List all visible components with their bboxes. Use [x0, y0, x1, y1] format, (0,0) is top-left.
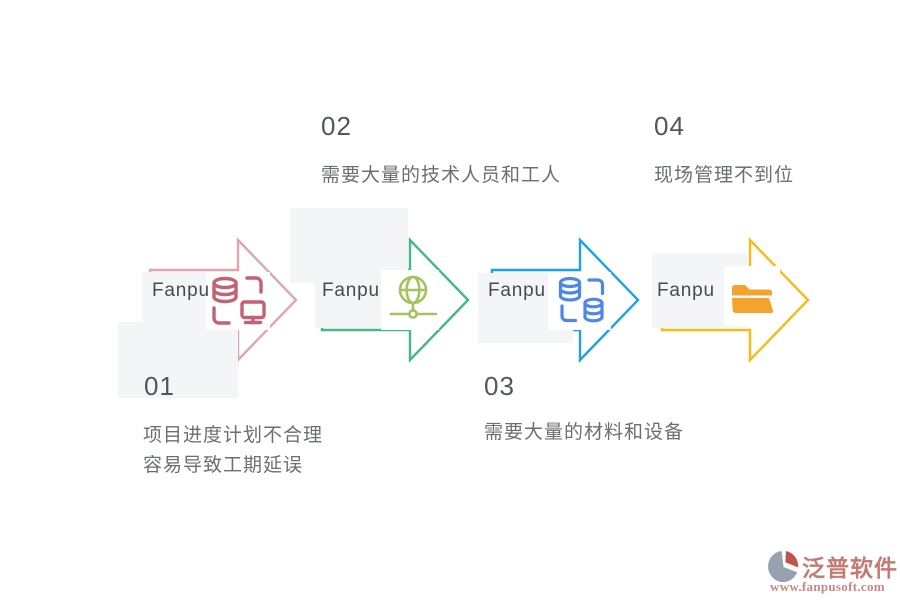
step1-caption: 项目进度计划不合理 容易导致工期延误 [143, 421, 323, 481]
step3-caption: 需要大量的材料和设备 [484, 418, 684, 448]
step2-caption-line1: 需要大量的技术人员和工人 [321, 165, 562, 186]
brand-watermark: 泛普软件 www.fanpusoft.com [767, 548, 900, 600]
database-sync-icon-paths [558, 276, 605, 323]
folder-icon-paths [732, 285, 774, 313]
database-sync-icon [558, 276, 605, 323]
database-monitor-icon [212, 276, 266, 325]
step1-label-panel [142, 272, 210, 322]
step3-label: Fanpu [488, 280, 546, 301]
step3-caption-line1: 需要大量的材料和设备 [484, 422, 685, 443]
step2-number: 02 [321, 111, 352, 141]
step2-arrow [320, 237, 470, 363]
step1-caption-line1: 项目进度计划不合理 [143, 425, 324, 446]
step1-label: Fanpu [152, 280, 210, 301]
fanpu-logo-icon [768, 550, 799, 583]
arrow-outline [660, 237, 810, 363]
step4-arrow [660, 237, 810, 363]
globe-network-icon-paths [389, 275, 438, 319]
database-monitor-icon-paths [212, 276, 266, 325]
folder-icon [732, 285, 774, 313]
step2-label: Fanpu [322, 280, 380, 301]
step1-caption-line2: 容易导致工期延误 [143, 455, 304, 476]
step2-caption: 需要大量的技术人员和工人 [321, 161, 561, 191]
brand-url: www.fanpusoft.com [770, 579, 885, 594]
logo-red-shape [785, 550, 799, 568]
globe-network-icon [389, 275, 438, 319]
step1-number: 01 [144, 371, 175, 401]
step4-caption-line1: 现场管理不到位 [654, 165, 795, 186]
step4-caption: 现场管理不到位 [654, 161, 794, 191]
step4-icon-backer [724, 266, 780, 326]
step4-number: 04 [654, 111, 685, 141]
step1-number-panel [118, 322, 238, 398]
arrow-outline [320, 237, 470, 363]
step3-number: 03 [484, 371, 515, 401]
logo-gray-shape [768, 550, 798, 583]
step4-label: Fanpu [657, 280, 715, 301]
brand-name: 泛普软件 [802, 555, 898, 581]
